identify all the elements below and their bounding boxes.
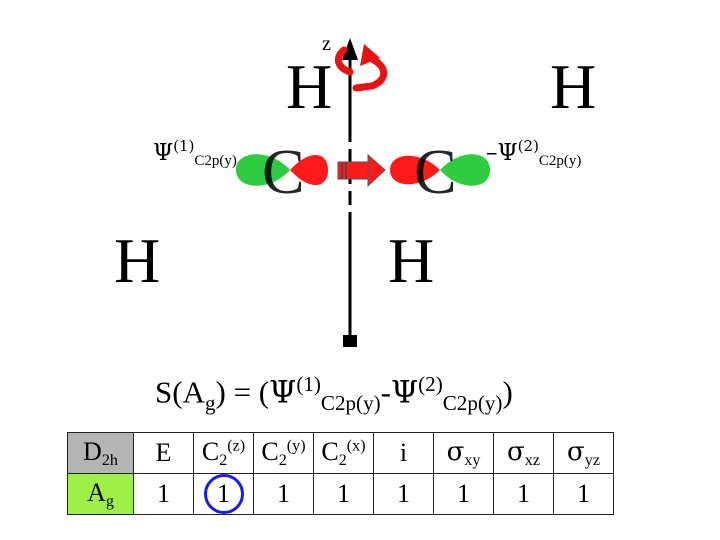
orbital-right-carbon [390, 154, 490, 186]
z-axis-base [343, 335, 357, 347]
irrep-cell: Ag [67, 473, 134, 515]
eq-psi2: Ψ [390, 374, 419, 411]
op-sigma-xz: σxz [493, 432, 554, 474]
orbital-left-carbon [236, 154, 328, 186]
op-c2y: C2(y) [253, 432, 314, 474]
character-table-ag-row: Ag 1 1 1 1 1 1 1 1 [67, 473, 614, 515]
character-table: D2h E C2(z) C2(y) C2(x) i σxy σxz σyz Ag… [67, 432, 614, 515]
rotation-arrow-icon [334, 44, 388, 92]
char-c2z: 1 [193, 473, 254, 515]
hydrogen-bottom-left: H [114, 225, 160, 296]
eq-lhs: S(A [155, 374, 205, 410]
eq-lhs-sub: g [204, 390, 216, 415]
hydrogen-top-left: H [286, 51, 332, 122]
eq-psi1-sub: C2p(y) [320, 390, 381, 415]
op-c2z: C2(z) [193, 432, 254, 474]
z-axis-arrowhead [342, 38, 358, 60]
psi1-label: Ψ(1)C2p(y) [153, 137, 237, 169]
eq-minus: - [380, 374, 391, 410]
char-sigma-xy: 1 [433, 473, 494, 515]
hydrogen-top-right: H [550, 51, 596, 122]
char-sigma-yz: 1 [553, 473, 614, 515]
op-c2x: C2(x) [313, 432, 374, 474]
z-axis-label: z [322, 33, 331, 55]
eq-close: ) [502, 374, 513, 410]
op-sigma-yz: σyz [553, 432, 614, 474]
carbon-right: C [414, 136, 457, 207]
op-e: E [133, 432, 194, 474]
char-c2x: 1 [313, 473, 374, 515]
char-i: 1 [373, 473, 434, 515]
eq-psi1-sup: (1) [296, 372, 321, 396]
op-sigma-xy: σxy [433, 432, 494, 474]
character-table-header-row: D2h E C2(z) C2(y) C2(x) i σxy σxz σyz [67, 432, 614, 474]
highlight-circle: 1 [203, 474, 244, 514]
char-e: 1 [133, 473, 194, 515]
hydrogen-bottom-right: H [388, 225, 434, 296]
eq-lhs-end: ) = ( [215, 374, 270, 410]
op-i: i [373, 432, 434, 474]
char-c2y: 1 [253, 473, 314, 515]
psi2-label: –Ψ(2)C2p(y) [486, 137, 581, 169]
bond-arrow-icon [337, 153, 386, 188]
eq-psi2-sup: (2) [418, 372, 443, 396]
eq-psi2-sub: C2p(y) [442, 390, 503, 415]
point-group-cell: D2h [67, 432, 134, 474]
symmetry-equation: S(Ag) = (Ψ(1)C2p(y)-Ψ(2)C2p(y)) [155, 372, 513, 416]
eq-psi1: Ψ [269, 374, 297, 411]
carbon-left: C [262, 136, 305, 207]
char-sigma-xz: 1 [493, 473, 554, 515]
